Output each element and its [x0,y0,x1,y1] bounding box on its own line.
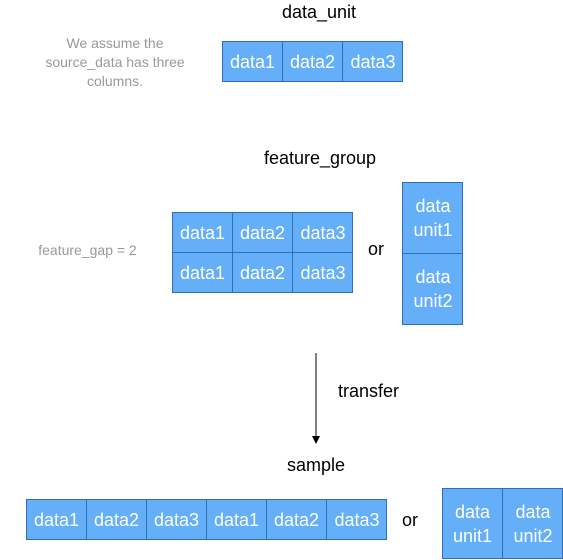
source-data-note: We assume the source_data has three colu… [45,35,185,89]
data-unit-block: data unit2 [513,501,553,546]
sample-title: sample [286,455,346,475]
data-unit-block: data unit1 [403,183,463,254]
feature-group-alt-box: data unit1 data unit2 [402,182,463,325]
feature-group-or-label: or [368,239,385,259]
sample-cell: data1 [27,500,87,539]
feature-group-cell: data1 [173,253,233,293]
feature-group-cell: data3 [293,213,353,253]
feature-group-box: data1 data2 data3 data1 data2 data3 [172,212,353,293]
feature-group-title: feature_group [263,148,377,168]
sample-cell: data1 [207,500,267,539]
sample-cell: data2 [87,500,147,539]
data-unit-block: data unit1 [443,489,503,558]
data-unit-cell: data2 [283,42,343,81]
feature-group-cell: data3 [300,263,346,283]
sample-or-label: or [402,510,419,530]
data-unit-cell: data3 [350,51,396,72]
transfer-label: transfer [338,381,400,401]
sample-cell: data3 [147,500,207,539]
feature-gap-label: feature_gap = 2 [38,242,137,258]
feature-group-cell: data1 [173,213,233,253]
sample-cell: data3 [334,509,380,530]
data-unit-cell: data1 [223,42,283,81]
feature-group-cell: data2 [233,213,293,253]
data-unit-box: data1 data2 data3 [222,41,403,82]
feature-group-cell: data2 [233,253,293,293]
sample-box: data1 data2 data3 data1 data2 data3 [26,499,387,540]
sample-cell: data2 [267,500,327,539]
data-unit-block: data unit2 [413,267,453,311]
sample-alt-box: data unit1 data unit2 [442,488,563,559]
transfer-arrow [312,353,320,444]
data-unit-title: data_unit [281,2,357,22]
